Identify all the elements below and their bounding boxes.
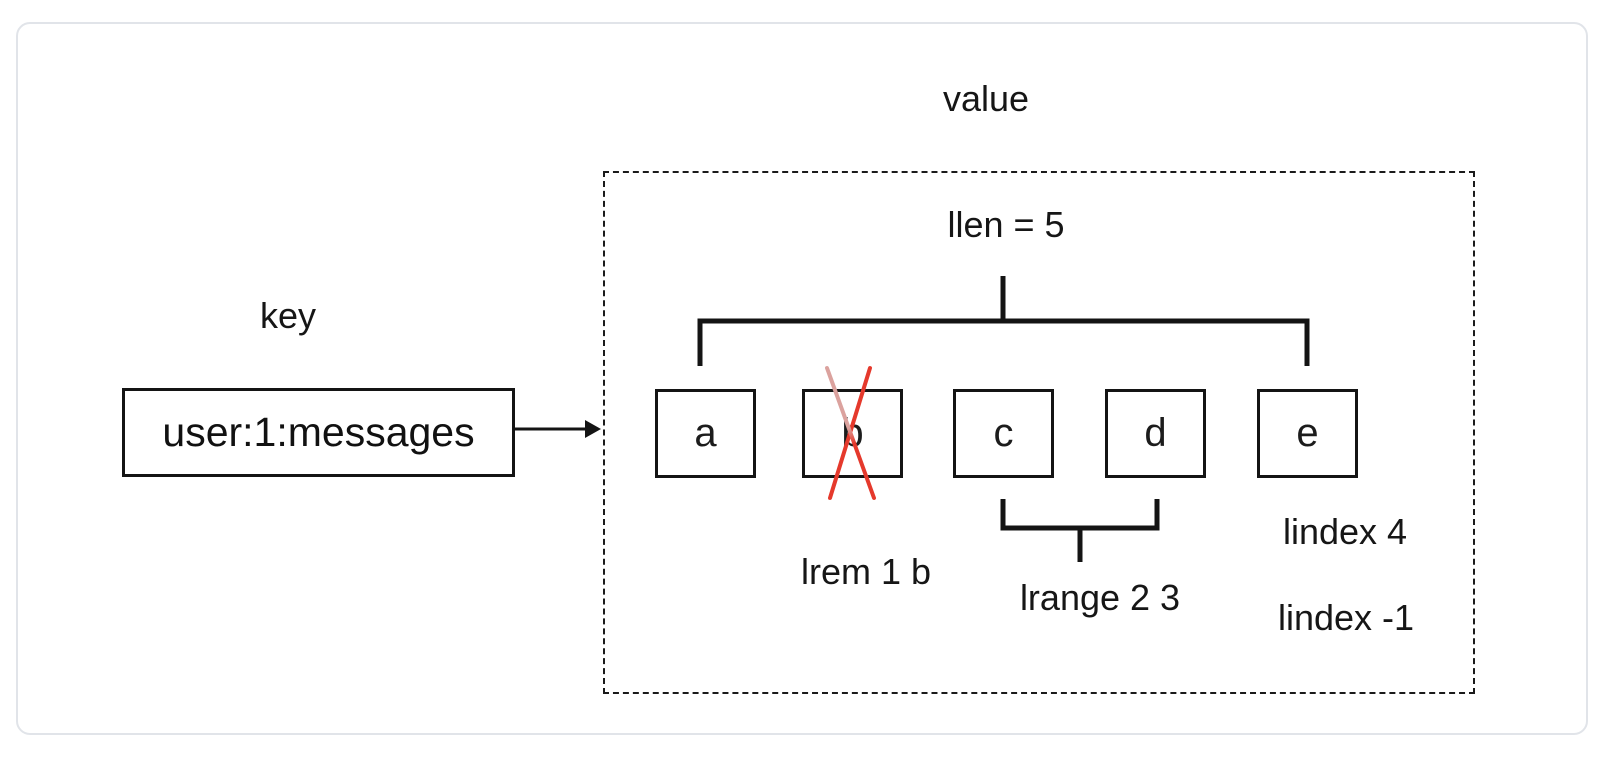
value-section-title: value — [942, 78, 1030, 119]
list-cell-4: e — [1257, 389, 1358, 478]
value-dashed-box — [603, 171, 1475, 694]
list-cell-3: d — [1105, 389, 1206, 478]
lindex-negative-annotation: lindex -1 — [1277, 597, 1415, 638]
llen-label: llen = 5 — [947, 204, 1065, 245]
lrem-annotation: lrem 1 b — [800, 551, 932, 592]
lrange-annotation: lrange 2 3 — [1019, 577, 1181, 618]
key-section-title: key — [259, 295, 317, 336]
key-name-box: user:1:messages — [122, 388, 515, 477]
list-cell-2: c — [953, 389, 1054, 478]
lindex-positive-annotation: lindex 4 — [1282, 511, 1408, 552]
list-cell-0: a — [655, 389, 756, 478]
list-cell-1-removed: b — [802, 389, 903, 478]
diagram-card — [16, 22, 1588, 735]
